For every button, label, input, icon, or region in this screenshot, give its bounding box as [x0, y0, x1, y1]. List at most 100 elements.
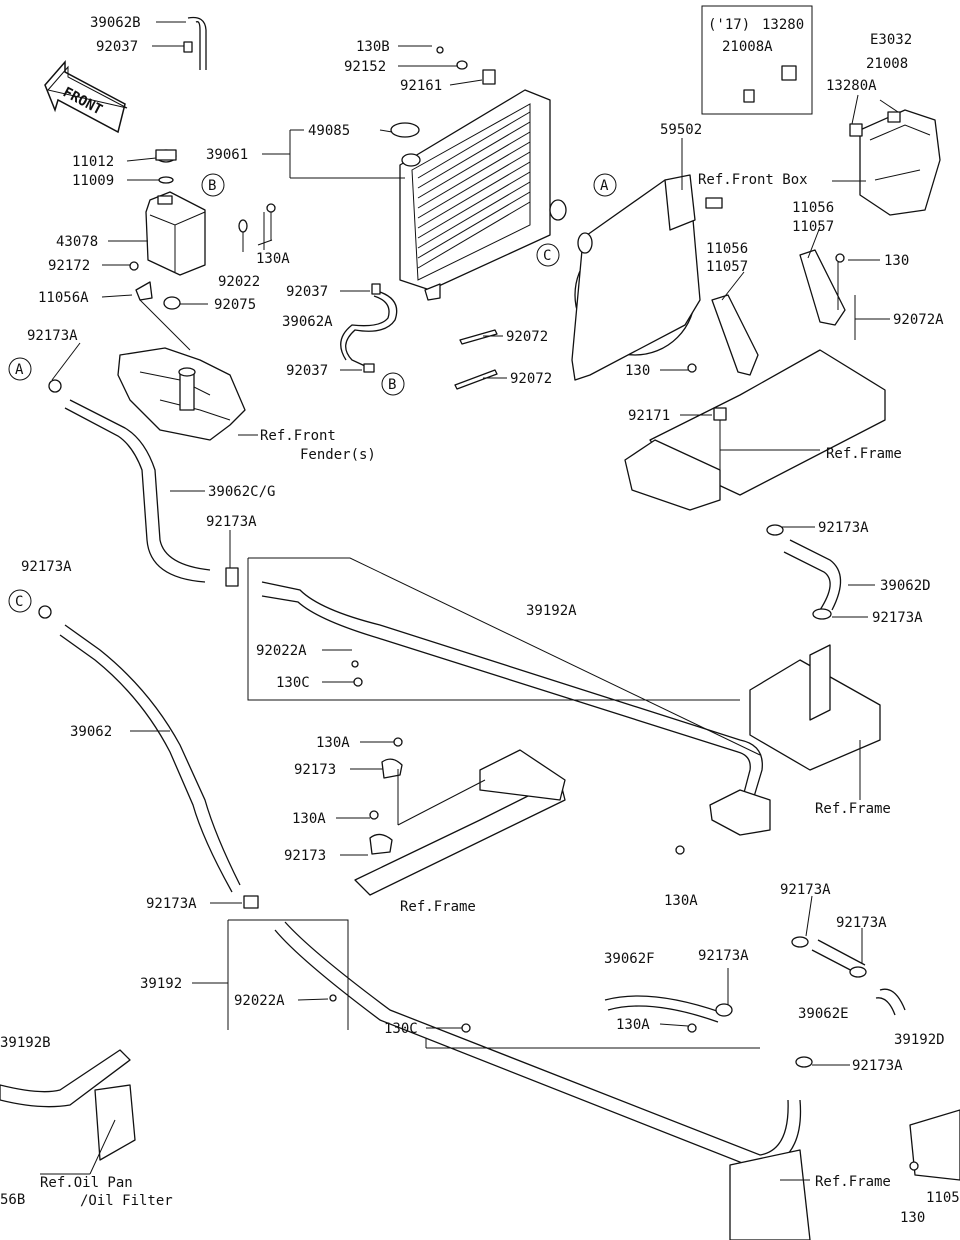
- label-11056-a: 11056: [792, 200, 834, 216]
- label-92173A-a: 92173A: [27, 328, 78, 344]
- label-92037-b: 92037: [286, 284, 328, 300]
- label-92072A: 92072A: [893, 312, 944, 328]
- label-11057-a: 11057: [792, 219, 834, 235]
- pipe-39192A: [261, 581, 763, 811]
- label-92037-a: 92037: [96, 39, 138, 55]
- label-39062F: 39062F: [604, 951, 655, 967]
- hose-39062D: [789, 539, 842, 611]
- label-130A-a: 130A: [256, 251, 290, 267]
- ref-front-fender-1: Ref.Front: [260, 428, 336, 444]
- label-year-17: ('17): [708, 17, 750, 33]
- clamp-92037-top: [183, 41, 193, 53]
- label-39192A: 39192A: [526, 603, 577, 619]
- label-11056-b: 11056: [706, 241, 748, 257]
- front-fender-ref: [117, 299, 246, 441]
- label-92173A-c: 92173A: [21, 559, 72, 575]
- radiator: [390, 46, 567, 301]
- label-130-a: 130: [884, 253, 909, 269]
- label-130A-d: 130A: [664, 893, 698, 909]
- label-92173A-j: 92173A: [852, 1058, 903, 1074]
- reference-labels: Ref.Front Fender(s) Ref.Front Box Ref.Fr…: [40, 172, 902, 1209]
- label-130A-c: 130A: [292, 811, 326, 827]
- callout-C-2: C: [8, 589, 32, 613]
- label-11009: 11009: [72, 173, 114, 189]
- label-59502: 59502: [660, 122, 702, 138]
- label-49085: 49085: [308, 123, 350, 139]
- label-21008: 21008: [866, 56, 908, 72]
- label-92173A-i: 92173A: [836, 915, 887, 931]
- front-arrow-icon: FRONT: [44, 59, 128, 134]
- label-130-c: 130: [900, 1210, 925, 1226]
- label-92171: 92171: [628, 408, 670, 424]
- ref-frame-2: Ref.Frame: [815, 801, 891, 817]
- label-13280: 13280: [762, 17, 804, 33]
- label-39062A: 39062A: [282, 314, 333, 330]
- label-39062D: 39062D: [880, 578, 931, 594]
- callout-B-1: B: [201, 173, 225, 197]
- ref-frame-4: Ref.Frame: [815, 1174, 891, 1190]
- label-92037-c: 92037: [286, 363, 328, 379]
- label-1105: 1105: [926, 1190, 960, 1206]
- ref-frame-3: Ref.Frame: [400, 899, 476, 915]
- label-130C-b: 130C: [384, 1021, 418, 1037]
- label-13280A: 13280A: [826, 78, 877, 94]
- label-130B: 130B: [356, 39, 390, 55]
- callout-C-1: C: [536, 243, 560, 267]
- hose-39062A: [345, 291, 398, 367]
- label-39192D: 39192D: [894, 1032, 945, 1048]
- hose-39062F: [604, 995, 721, 1013]
- label-92161: 92161: [400, 78, 442, 94]
- hose-39062: [64, 624, 241, 886]
- ref-front-box: Ref.Front Box: [698, 172, 808, 188]
- label-92173A-h: 92173A: [780, 882, 831, 898]
- reserve-tank-group: [129, 16, 276, 310]
- label-92022A-a: 92022A: [256, 643, 307, 659]
- label-92173A-b: 92173A: [206, 514, 257, 530]
- label-92173-a: 92173: [294, 762, 336, 778]
- svg-text:A: A: [15, 362, 24, 378]
- label-39062B: 39062B: [90, 15, 141, 31]
- label-39062CG: 39062C/G: [208, 484, 275, 500]
- radiator-cap: [390, 122, 420, 138]
- svg-text:C: C: [543, 248, 551, 264]
- hose-39062CG: [69, 399, 211, 571]
- pipe-39192: [274, 929, 802, 1171]
- label-92022A-b: 92022A: [234, 993, 285, 1009]
- label-56B: 56B: [0, 1192, 25, 1208]
- label-39192: 39192: [140, 976, 182, 992]
- frame-bottom: [0, 1049, 960, 1240]
- label-92173A-d: 92173A: [818, 520, 869, 536]
- fan-assembly: [571, 174, 723, 381]
- fan-bracket-frame: [454, 249, 886, 511]
- label-130A-e: 130A: [616, 1017, 650, 1033]
- label-92152: 92152: [344, 59, 386, 75]
- label-11056A: 11056A: [38, 290, 89, 306]
- label-92072-a: 92072: [506, 329, 548, 345]
- label-92072-b: 92072: [510, 371, 552, 387]
- svg-text:B: B: [208, 178, 216, 194]
- front-box-ref: [743, 65, 941, 216]
- callout-B-2: B: [381, 372, 405, 396]
- label-11012: 11012: [72, 154, 114, 170]
- label-E3032: E3032: [870, 32, 912, 48]
- label-130-b: 130: [625, 363, 650, 379]
- ref-frame-1: Ref.Frame: [826, 446, 902, 462]
- label-92173A-g: 92173A: [698, 948, 749, 964]
- label-130C-a: 130C: [276, 675, 310, 691]
- label-39062E: 39062E: [798, 1006, 849, 1022]
- label-92022: 92022: [218, 274, 260, 290]
- label-21008A: 21008A: [722, 39, 773, 55]
- leader-lines: [40, 21, 899, 1181]
- frame-center: [354, 737, 566, 896]
- svg-text:C: C: [15, 594, 23, 610]
- label-92173-b: 92173: [284, 848, 326, 864]
- label-43078: 43078: [56, 234, 98, 250]
- year-inset-box: [701, 5, 813, 115]
- ref-front-fender-2: Fender(s): [300, 447, 376, 463]
- label-92172: 92172: [48, 258, 90, 274]
- label-92075: 92075: [214, 297, 256, 313]
- ref-oil-pan-2: /Oil Filter: [80, 1193, 173, 1209]
- svg-text:B: B: [388, 377, 396, 393]
- part-labels: 39062B 92037 11012 11009 43078 92172 110…: [0, 15, 960, 1226]
